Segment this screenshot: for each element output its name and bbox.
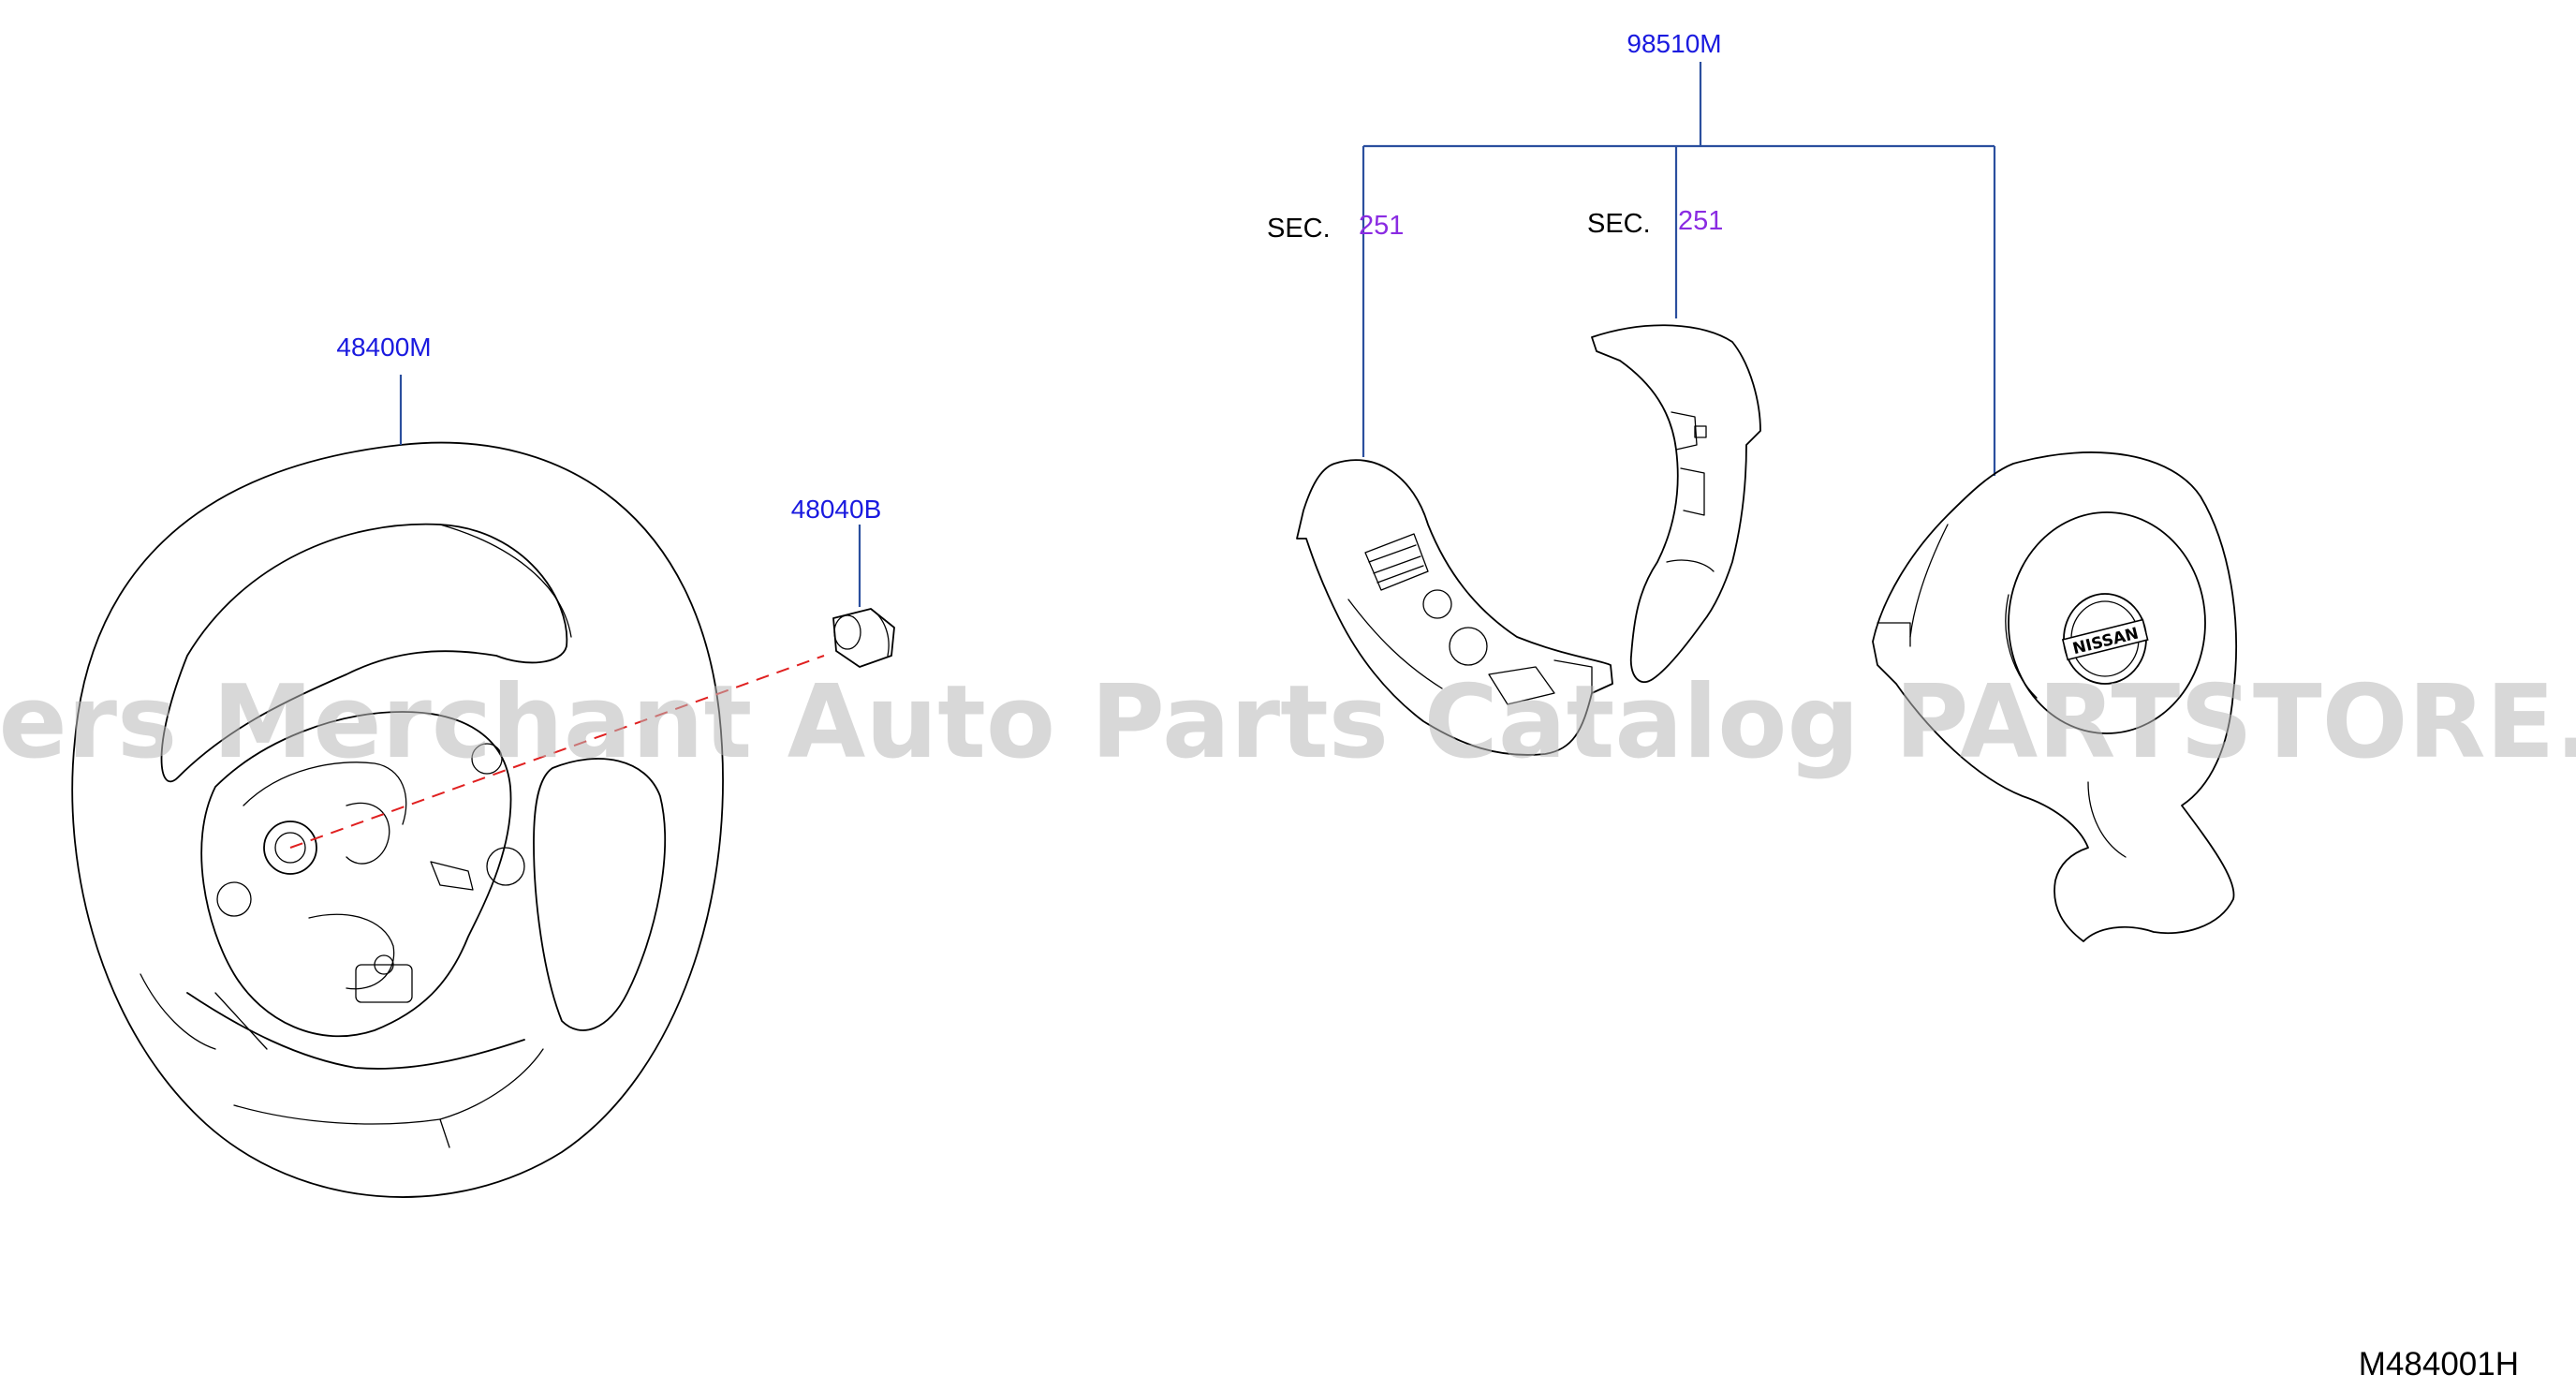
- section-ref-2-prefix: SEC.: [1587, 209, 1651, 239]
- right-switch-cover-drawing[interactable]: [1591, 324, 1761, 684]
- diagram-code: M484001H: [2359, 1346, 2519, 1383]
- left-switch-cover-drawing[interactable]: [1296, 459, 1613, 756]
- section-ref-1-number[interactable]: 251: [1359, 211, 1404, 241]
- airbag-leader-tree: [1362, 62, 1996, 476]
- nut-part-code[interactable]: 48040B: [791, 495, 882, 524]
- watermark: Offers Merchant Auto Parts Catalog PARTS…: [0, 664, 2576, 781]
- nut-drawing[interactable]: [832, 608, 895, 668]
- steering-wheel-drawing[interactable]: [71, 441, 724, 1198]
- assembly-axis-line: [289, 655, 825, 849]
- airbag-part-code[interactable]: 98510M: [1627, 29, 1721, 58]
- section-ref-1-prefix: SEC.: [1267, 214, 1331, 244]
- steering-wheel-part-code[interactable]: 48400M: [336, 333, 431, 362]
- airbag-module-drawing[interactable]: [1872, 451, 2237, 942]
- section-ref-2-number[interactable]: 251: [1678, 206, 1723, 236]
